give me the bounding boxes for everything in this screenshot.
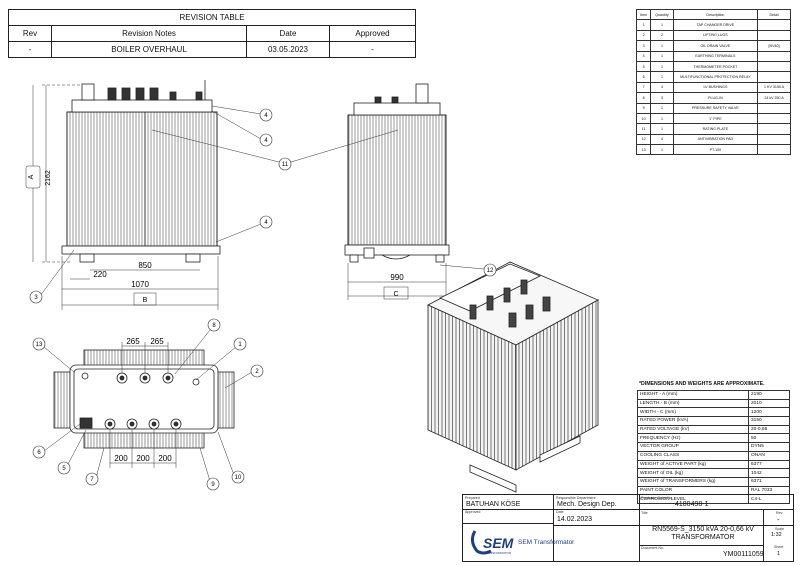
scale-label: Scale bbox=[775, 527, 784, 531]
logo-text: SEM bbox=[483, 535, 514, 551]
balloon-1: 1 bbox=[238, 342, 242, 348]
top-view bbox=[53, 349, 235, 449]
title-block: Prepared BATUHAN KÖSE Approved Responsib… bbox=[462, 494, 794, 562]
dimensions-title: *DIMENSIONS AND WEIGHTS ARE APPROXIMATE. bbox=[639, 381, 765, 387]
dim-220: 220 bbox=[93, 270, 107, 279]
docno-label: Document No. bbox=[641, 546, 664, 550]
isometric-view bbox=[427, 261, 599, 493]
responsible-value: Mech. Design Dep. bbox=[557, 501, 617, 508]
rev-value: - bbox=[777, 517, 780, 524]
balloon-4: 4 bbox=[264, 220, 268, 226]
balloon-12: 12 bbox=[487, 268, 494, 274]
logo-subtext: TRANSFORMATOR bbox=[484, 551, 512, 555]
balloon-8: 8 bbox=[212, 323, 216, 329]
rev-cell: - bbox=[329, 41, 416, 58]
approved-label: Approved bbox=[465, 510, 481, 514]
dim-265-a: 265 bbox=[126, 337, 140, 346]
dim-990: 990 bbox=[390, 273, 404, 282]
dim-b-label: B bbox=[143, 297, 148, 304]
balloon-5: 5 bbox=[62, 466, 66, 472]
balloon-4: 4 bbox=[264, 113, 268, 119]
balloon-9: 9 bbox=[211, 482, 215, 488]
dim-a-label: A bbox=[28, 174, 35, 179]
dim-height: 2162 bbox=[45, 170, 52, 186]
top-dimensions bbox=[43, 329, 253, 482]
parts-cell: PT-100 bbox=[672, 144, 759, 156]
leader-lines bbox=[39, 105, 485, 297]
date-label: Date bbox=[556, 510, 564, 514]
parts-cell: 1 bbox=[650, 144, 674, 156]
balloon-3: 3 bbox=[34, 295, 38, 301]
side-view bbox=[344, 83, 450, 263]
company-name: SEM Transformator bbox=[518, 539, 575, 546]
dimension-value: C4-L bbox=[748, 494, 790, 504]
dim-c-label: C bbox=[393, 291, 398, 298]
dim-1070: 1070 bbox=[131, 280, 149, 289]
balloon-13: 13 bbox=[36, 342, 43, 348]
balloon-6: 6 bbox=[37, 450, 41, 456]
balloon-7: 7 bbox=[90, 477, 94, 483]
prepared-label: Prepared bbox=[465, 496, 480, 500]
docno-value: YM00111059 bbox=[723, 551, 764, 558]
dim-200-a: 200 bbox=[114, 454, 128, 463]
rev-cell: 03.05.2023 bbox=[246, 41, 330, 58]
order-value: 4180498-1 bbox=[675, 501, 709, 508]
balloon-4: 4 bbox=[264, 138, 268, 144]
balloons bbox=[29, 108, 497, 491]
front-dimensions bbox=[25, 84, 219, 310]
sheet-label: Sheet bbox=[774, 545, 784, 549]
title-label: Title bbox=[641, 511, 648, 515]
side-dimensions bbox=[347, 263, 447, 300]
balloon-10: 10 bbox=[235, 475, 242, 481]
dim-265-b: 265 bbox=[150, 337, 164, 346]
dim-200-c: 200 bbox=[158, 454, 172, 463]
rev-label: Rev. bbox=[776, 511, 784, 515]
dim-850: 850 bbox=[138, 261, 152, 270]
revision-table: REVISION TABLE Rev Revision Notes Date A… bbox=[8, 9, 416, 58]
date-value: 14.02.2023 bbox=[557, 516, 593, 523]
scale-value: 1:32 bbox=[771, 532, 782, 538]
responsible-label: Responsible Department bbox=[556, 496, 596, 500]
sheet-value: 1 bbox=[777, 551, 781, 557]
parts-cell bbox=[757, 144, 791, 156]
sem-logo-icon bbox=[470, 530, 492, 555]
balloon-2: 2 bbox=[255, 369, 259, 375]
rev-cell: BOILER OVERHAUL bbox=[51, 41, 247, 58]
order-label: Purchase Order No. bbox=[641, 496, 673, 500]
balloon-11: 11 bbox=[282, 162, 289, 168]
dim-200-b: 200 bbox=[136, 454, 150, 463]
title-line-2: TRANSFORMATOR bbox=[671, 534, 735, 541]
rev-cell: - bbox=[8, 41, 52, 58]
prepared-value: BATUHAN KÖSE bbox=[466, 501, 521, 508]
title-line-1: RN5569-S_3150 kVA 20-0,66 kV bbox=[652, 526, 754, 533]
front-view bbox=[61, 80, 221, 263]
